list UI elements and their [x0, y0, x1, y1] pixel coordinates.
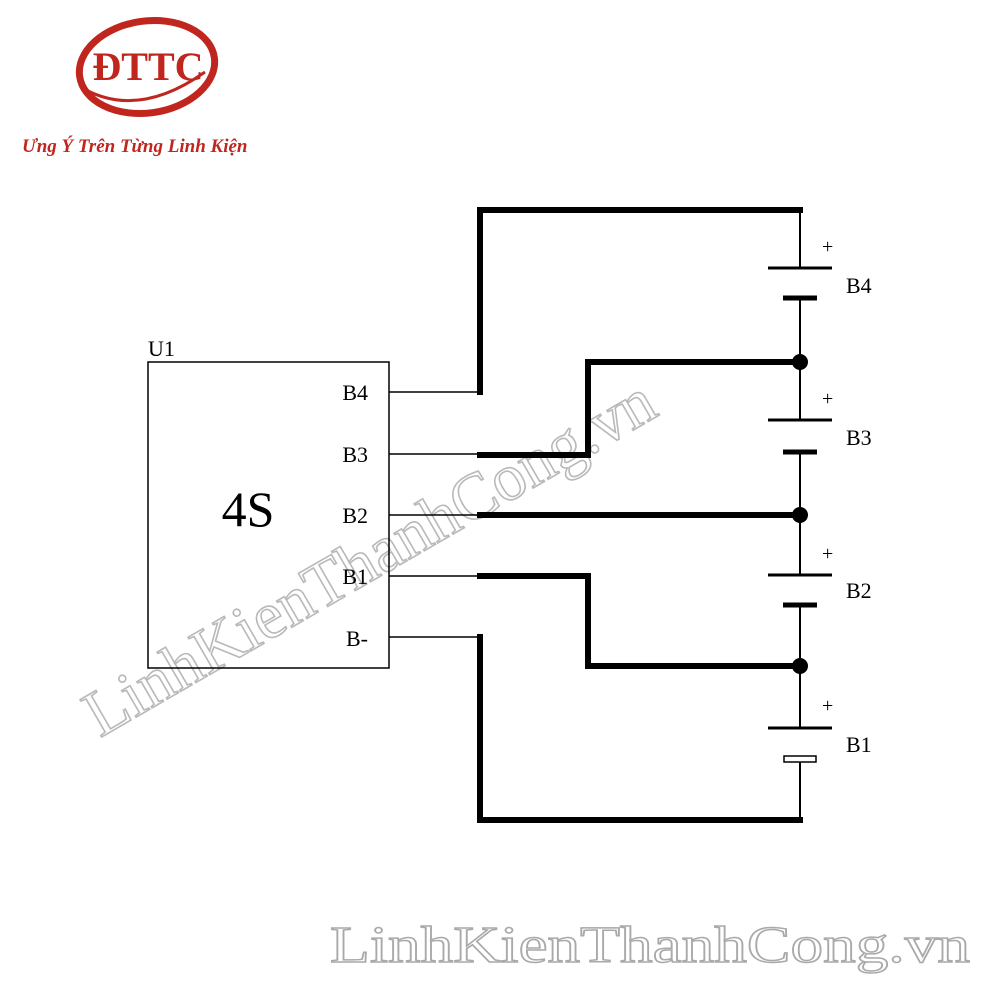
logo-text: ĐTTC: [92, 44, 203, 89]
junction-dots: [792, 354, 808, 674]
cell-b3: + B3: [768, 388, 872, 455]
pin-label-b4: B4: [342, 380, 368, 405]
cell-label-b2: B2: [846, 578, 872, 603]
pin-label-b1: B1: [342, 564, 368, 589]
cell-label-b3: B3: [846, 425, 872, 450]
watermark-bottom: LinhKienThanhCong.vn: [330, 917, 970, 974]
junction-b1: [792, 658, 808, 674]
cell-plus-b4: +: [822, 236, 833, 258]
junction-b2: [792, 507, 808, 523]
pin-label-bminus: B-: [346, 626, 368, 651]
cell-b2: + B2: [768, 543, 872, 608]
cell-plus-b3: +: [822, 388, 833, 410]
logo-tagline: Ưng Ý Trên Từng Linh Kiện: [22, 135, 247, 157]
chip-name: 4S: [222, 481, 275, 537]
watermark-diagonal: LinhKienThanhCong.vn: [71, 364, 668, 751]
wire-b1: [477, 573, 803, 669]
pin-leads: [389, 391, 480, 638]
chip-reference: U1: [148, 336, 175, 361]
wire-bminus: [477, 634, 803, 823]
cell-plus-b2: +: [822, 543, 833, 565]
cell-label-b4: B4: [846, 273, 872, 298]
cell-b4: + B4: [768, 236, 872, 301]
company-logo: ĐTTC: [75, 16, 219, 118]
cell-b1: + B1: [768, 695, 872, 763]
thick-wires: [477, 207, 803, 823]
cell-plus-b1: +: [822, 695, 833, 717]
wire-b3: [477, 359, 803, 458]
wire-b4: [477, 207, 803, 395]
pin-label-b2: B2: [342, 503, 368, 528]
pin-label-b3: B3: [342, 442, 368, 467]
bms-chip: U1 4S B4 B3 B2 B1 B-: [147, 336, 390, 669]
junction-b3: [792, 354, 808, 370]
cell-label-b1: B1: [846, 732, 872, 757]
